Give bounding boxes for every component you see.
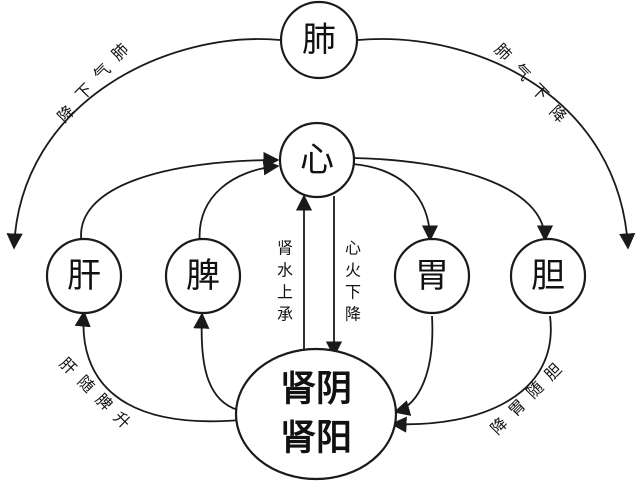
label-char-kidney-water-3: 承 [277, 305, 293, 324]
node-heart: 心 [278, 121, 356, 199]
spleen-label: 脾 [186, 256, 220, 296]
node-kidney: 肾阴 肾阳 [234, 347, 398, 481]
label-char-kidney-water-1: 水 [277, 261, 293, 280]
node-lung: 肺 [279, 0, 359, 80]
edge-lung-qi-down-right [357, 38, 636, 250]
label-char-heart-fire-3: 降 [345, 305, 361, 324]
gallbladder-circle [509, 237, 587, 315]
label-char-gb-stomach-1: 随 [523, 378, 548, 403]
edge-liver-to-heart [80, 151, 280, 246]
label-char-heart-fire-2: 下 [345, 283, 361, 302]
label-char-liver-spleen-3: 升 [110, 408, 135, 433]
heart-circle [278, 121, 356, 199]
stomach-circle [393, 237, 471, 315]
label-char-liver-spleen-0: 肝 [56, 354, 81, 379]
label-char-heart-fire-0: 心 [345, 239, 361, 258]
edge-gallbladder-to-kidney [390, 315, 552, 433]
edge-spleen-to-heart [198, 159, 280, 246]
label-char-gb-stomach-2: 胃 [505, 396, 530, 421]
edge-kidney-to-spleen [193, 312, 239, 411]
edge-kidney-to-liver [74, 310, 241, 423]
label-char-lung-left-2: 下 [72, 80, 97, 105]
spleen-circle [164, 237, 242, 315]
stomach-label: 胃 [415, 256, 449, 296]
label-char-lung-right-0: 肺 [491, 40, 516, 65]
kidney-yin-label: 肾阴 [280, 369, 352, 410]
label-char-kidney-water-2: 上 [277, 283, 293, 302]
node-stomach: 胃 [393, 237, 471, 315]
kidney-ellipse [234, 347, 398, 481]
label-char-kidney-water-0: 肾 [277, 239, 293, 258]
liver-circle [45, 237, 123, 315]
edge-heart-to-gallbladder [353, 157, 554, 242]
label-char-lung-left-3: 降 [54, 102, 79, 127]
lung-label: 肺 [302, 20, 336, 60]
label-char-gb-stomach-3: 降 [487, 414, 512, 439]
liver-label: 肝 [67, 256, 101, 296]
kidney-yang-label: 肾阳 [280, 418, 352, 459]
label-char-lung-left-0: 肺 [108, 40, 133, 65]
edge-lung-qi-down-left [6, 38, 281, 250]
edge-stomach-to-kidney [393, 315, 434, 416]
lung-circle [279, 0, 359, 80]
label-char-lung-left-1: 气 [90, 60, 115, 85]
edge-heart-to-stomach [351, 163, 439, 242]
label-char-lung-right-3: 降 [546, 102, 571, 127]
label-char-lung-right-2: 下 [528, 80, 553, 105]
label-char-heart-fire-1: 火 [345, 261, 361, 280]
node-spleen: 脾 [164, 237, 242, 315]
edges [6, 38, 636, 433]
gallbladder-label: 胆 [531, 256, 565, 296]
label-char-liver-spleen-1: 随 [74, 372, 99, 397]
node-liver: 肝 [45, 237, 123, 315]
heart-label: 心 [300, 140, 334, 180]
node-gallbladder: 胆 [509, 237, 587, 315]
